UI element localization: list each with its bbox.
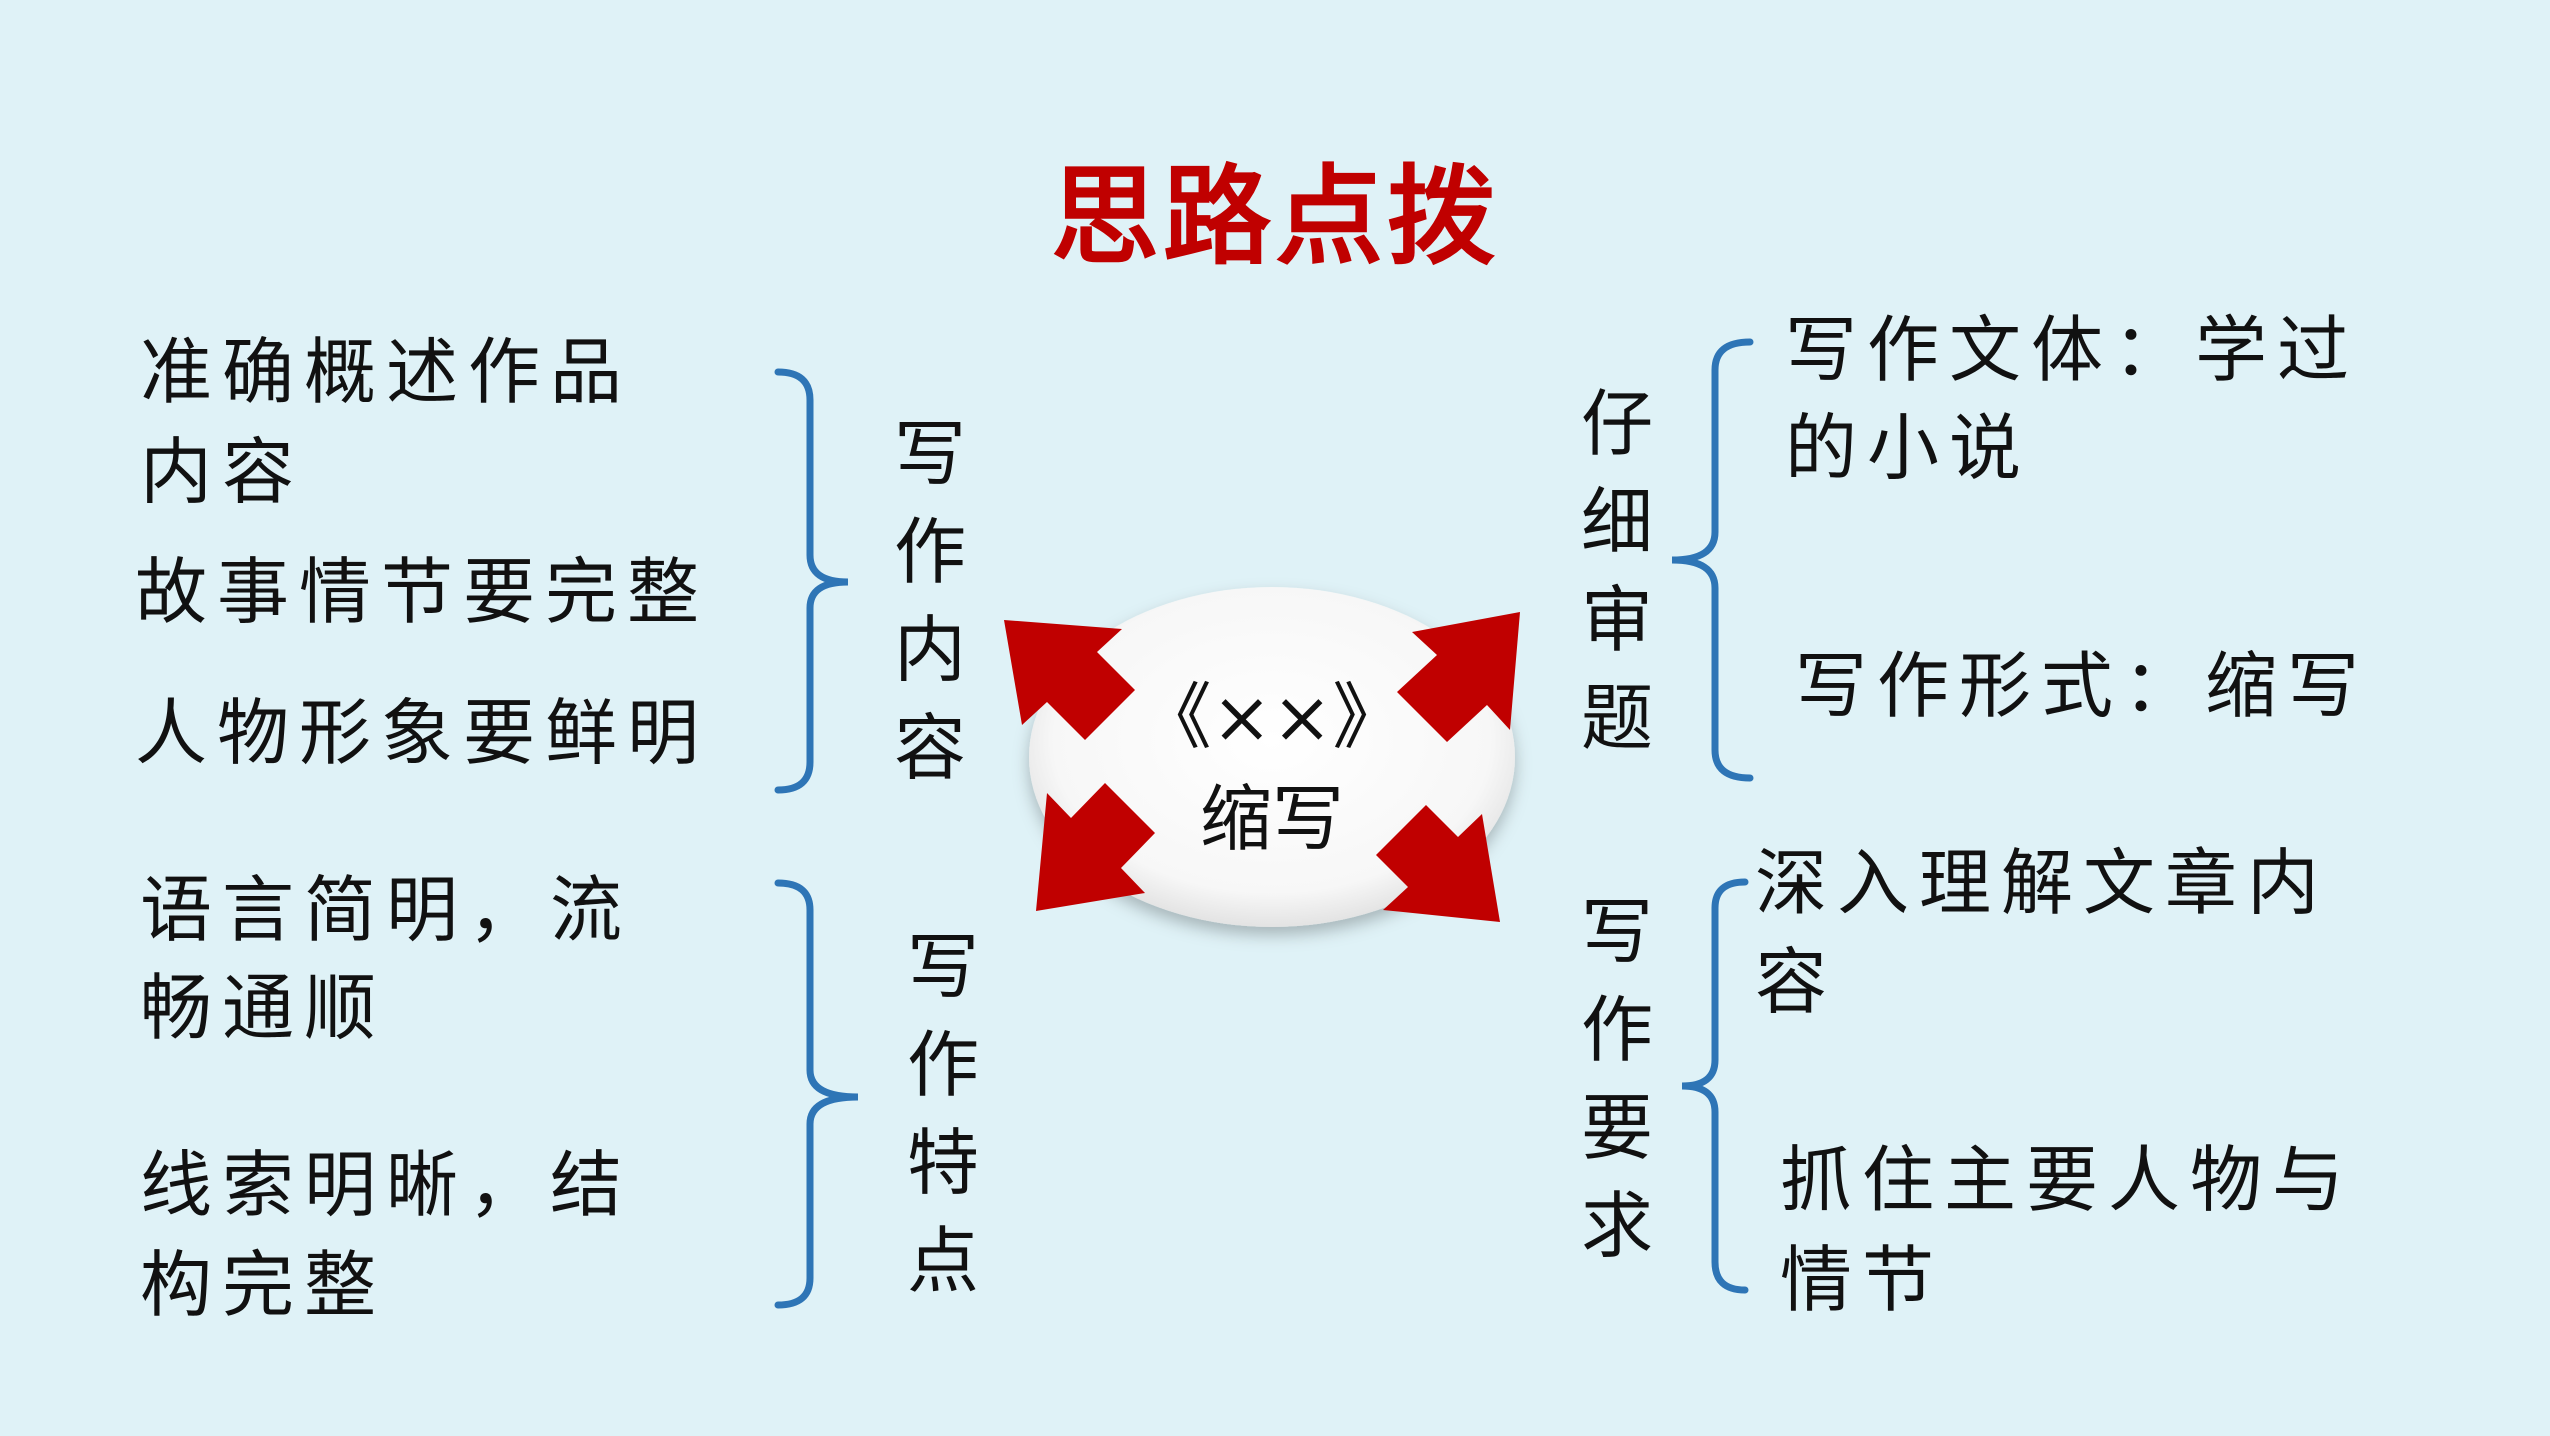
left-top-item-2: 内容: [140, 430, 305, 514]
right-bottom-heading: 写作要求: [1580, 890, 1653, 1268]
left-top-heading: 写作内容: [893, 412, 966, 790]
bracket-right-top: [1671, 338, 1754, 782]
bracket-left-top: [774, 368, 849, 794]
right-bottom-item-3: 抓住主要人物与: [1780, 1138, 2355, 1222]
arrow-up-right: [1397, 612, 1520, 742]
right-top-heading: 仔细审题: [1580, 382, 1653, 760]
left-top-item-4: 人物形象要鲜明: [135, 691, 710, 775]
center-label-sub: 缩写: [1199, 777, 1344, 861]
left-top-item-3: 故事情节要完整: [135, 550, 710, 634]
arrow-down-left: [1036, 783, 1155, 911]
right-top-item-1: 写作文体：学过: [1785, 308, 2360, 392]
center-label-title: 《××》: [1139, 675, 1405, 759]
right-top-item-3: 写作形式：缩写: [1795, 644, 2370, 728]
left-bottom-heading: 写作特点: [906, 925, 979, 1303]
left-bottom-item-4: 构完整: [140, 1243, 387, 1327]
left-bottom-item-1: 语言简明，流: [140, 868, 633, 952]
page-title: 思路点拨: [1050, 155, 1499, 280]
right-bottom-item-4: 情节: [1780, 1238, 1945, 1322]
right-bottom-item-2: 容: [1755, 940, 1838, 1024]
left-top-item-1: 准确概述作品: [140, 330, 633, 414]
arrow-up-left: [1004, 620, 1135, 740]
left-bottom-item-3: 线索明晰，结: [140, 1143, 633, 1227]
right-bottom-item-1: 深入理解文章内: [1755, 841, 2330, 925]
left-bottom-item-2: 畅通顺: [140, 966, 387, 1050]
bracket-left-bottom: [774, 879, 859, 1309]
right-top-item-2: 的小说: [1785, 406, 2032, 490]
arrow-down-right: [1376, 805, 1500, 922]
bracket-right-bottom: [1681, 878, 1749, 1294]
